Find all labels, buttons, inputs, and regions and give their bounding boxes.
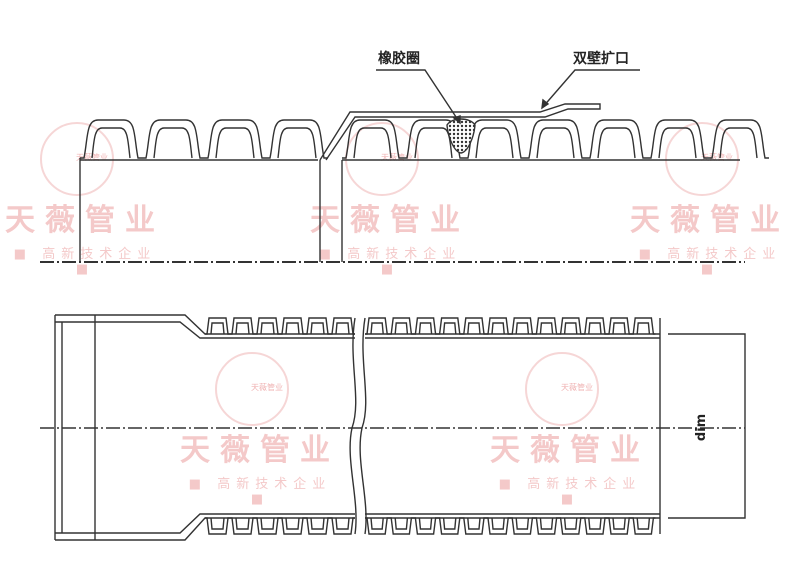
rubber-ring bbox=[446, 118, 476, 154]
socket-wall bbox=[319, 103, 601, 161]
arrowhead bbox=[541, 98, 550, 110]
pipe-bottom-inner bbox=[55, 513, 660, 534]
pipe-top-outline bbox=[55, 314, 660, 335]
logo-text: 天薇管业 bbox=[701, 153, 733, 162]
small-corrugation-inner bbox=[370, 517, 651, 530]
corrugated-inner-profile bbox=[353, 127, 758, 159]
watermark-logo: 天薇管业 bbox=[525, 352, 599, 426]
corrugated-outer-wall bbox=[342, 119, 769, 159]
small-corrugation-inner bbox=[210, 322, 350, 335]
corrugated-inner-profile bbox=[91, 127, 317, 159]
logo-text: 天薇管业 bbox=[381, 153, 413, 162]
pipe-bottom-outline bbox=[55, 517, 660, 541]
rubber-ring-label: 橡胶圈 bbox=[378, 51, 420, 67]
watermark-logo: 天薇管业 bbox=[345, 122, 419, 196]
arrowhead bbox=[452, 115, 461, 125]
dimension-label: dim bbox=[694, 413, 710, 442]
socket-leader bbox=[541, 69, 640, 109]
small-corrugation bbox=[365, 317, 656, 335]
logo-text: 天薇管业 bbox=[561, 383, 593, 392]
small-corrugation bbox=[365, 517, 656, 535]
break-line bbox=[359, 317, 367, 535]
rubber-ring-leader bbox=[376, 69, 461, 124]
double-wall-socket-label: 双壁扩口 bbox=[573, 51, 629, 67]
small-corrugation-inner bbox=[210, 517, 350, 530]
watermark-logo: 天薇管业 bbox=[215, 352, 289, 426]
small-corrugation-inner bbox=[370, 322, 651, 335]
dimension-bracket bbox=[668, 333, 746, 519]
small-corrugation bbox=[205, 517, 355, 535]
break-line bbox=[349, 317, 357, 535]
watermark-logo: 天薇管业 bbox=[665, 122, 739, 196]
corrugated-outer-wall bbox=[80, 119, 328, 159]
logo-text: 天薇管业 bbox=[251, 383, 283, 392]
pipe-top-inner bbox=[55, 321, 660, 339]
small-corrugation bbox=[205, 317, 355, 335]
